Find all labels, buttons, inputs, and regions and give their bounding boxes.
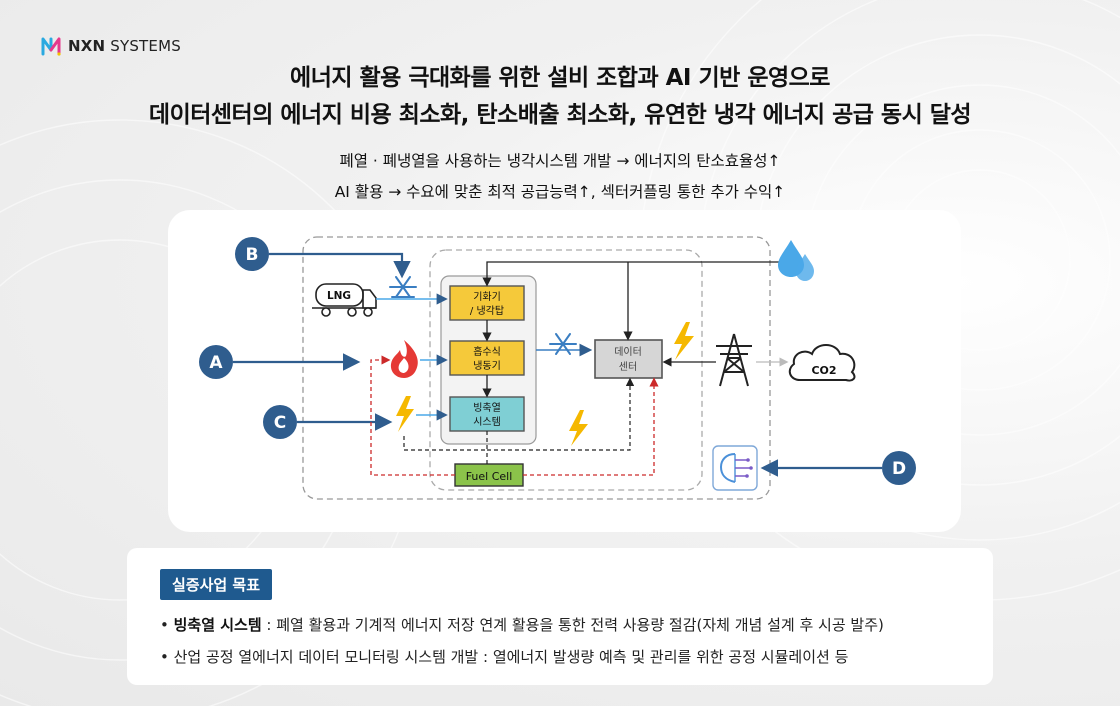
subtitle-line1: 폐열 · 폐냉열을 사용하는 냉각시스템 개발 → 에너지의 탄소효율성↑ [339, 152, 781, 170]
marker-d-label: D [892, 459, 906, 479]
datacenter-box: 데이터 센터 [594, 339, 663, 379]
datacenter-label-2: 센터 [619, 361, 637, 373]
fuel-cell-box: Fuel Cell [454, 463, 524, 487]
fuel-cell-to-datacenter-dashed [486, 377, 635, 464]
energy-system-diagram: B LNG A [199, 236, 916, 500]
co2-label: CO2 [811, 364, 836, 377]
goal-badge: 실증사업 목표 [160, 569, 273, 600]
headline-line2: 데이터센터의 에너지 비용 최소화, 탄소배출 최소화, 유연한 냉각 에너지 … [148, 102, 972, 128]
lightning-icon-right [674, 322, 694, 360]
nxn-logo-icon [41, 37, 61, 56]
cooling-tower-label-1: 기화기 [473, 291, 501, 303]
fuel-cell-to-datacenter-red [523, 377, 659, 476]
water-drop-icon [778, 240, 814, 281]
ice-storage-label-1: 빙축열 [473, 402, 501, 414]
ice-to-bottom-dashed [403, 431, 488, 451]
water-line [482, 261, 780, 287]
ice-storage-label-2: 시스템 [473, 416, 501, 428]
co2-cloud-icon: CO2 [788, 344, 856, 382]
datacenter-label-1: 데이터 [614, 346, 642, 358]
ai-brain-icon [712, 445, 758, 491]
fuel-cell-to-flame-red [370, 355, 455, 476]
lng-label: LNG [327, 290, 351, 302]
fuel-cell-label: Fuel Cell [466, 470, 513, 483]
absorption-chiller-box: 흡수식 냉동기 [449, 340, 525, 376]
goal-panel: 실증사업 목표 • 빙축열 시스템 : 폐열 활용과 기계적 에너지 저장 연계… [127, 548, 993, 685]
cooling-tower-label-2: / 냉각탑 [470, 305, 504, 317]
lightning-icon-left [396, 396, 414, 432]
headline-line1: 에너지 활용 극대화를 위한 설비 조합과 AI 기반 운영으로 [290, 65, 830, 91]
absorption-label-2: 냉동기 [473, 360, 501, 372]
marker-d: D [882, 451, 916, 485]
inner-dashed-boundary [429, 249, 703, 491]
subtitle-line2: AI 활용 → 수요에 맞춘 최적 공급능력↑, 섹터커플링 통한 추가 수익↑ [334, 183, 786, 201]
flame-icon [390, 340, 418, 378]
marker-a-label: A [209, 353, 223, 373]
goal-item-1-text: : 폐열 활용과 기계적 에너지 저장 연계 활용을 통한 전력 사용량 절감(… [261, 616, 884, 634]
snowflake-icon-datacenter [549, 333, 577, 355]
company-logo: NXN SYSTEMS [40, 36, 181, 56]
goal-item-1-bold: 빙축열 시스템 [173, 616, 262, 634]
lightning-icon-middle [569, 410, 588, 446]
marker-c: C [263, 405, 297, 439]
b-arrow [269, 252, 411, 279]
outer-dashed-boundary [302, 236, 771, 500]
snowflake-icon [389, 276, 417, 298]
marker-b-label: B [246, 245, 259, 265]
goal-item-2-text: 산업 공정 열에너지 데이터 모니터링 시스템 개발 : 열에너지 발생량 예측… [173, 648, 849, 666]
lng-truck-icon [312, 283, 377, 317]
goal-item-1: • 빙축열 시스템 : 폐열 활용과 기계적 에너지 저장 연계 활용을 통한 … [160, 616, 884, 634]
marker-b: B [235, 237, 269, 271]
marker-c-label: C [274, 413, 286, 433]
logo-text: NXN SYSTEMS [68, 37, 181, 55]
absorption-label-1: 흡수식 [473, 345, 501, 358]
ice-storage-box: 빙축열 시스템 [449, 396, 525, 432]
diagram-panel: B LNG A [168, 210, 961, 532]
cooling-tower-box: 기화기 / 냉각탑 [449, 285, 525, 321]
goal-item-2: • 산업 공정 열에너지 데이터 모니터링 시스템 개발 : 열에너지 발생량 … [160, 648, 849, 666]
marker-a: A [199, 345, 233, 379]
power-tower-icon [716, 333, 752, 387]
